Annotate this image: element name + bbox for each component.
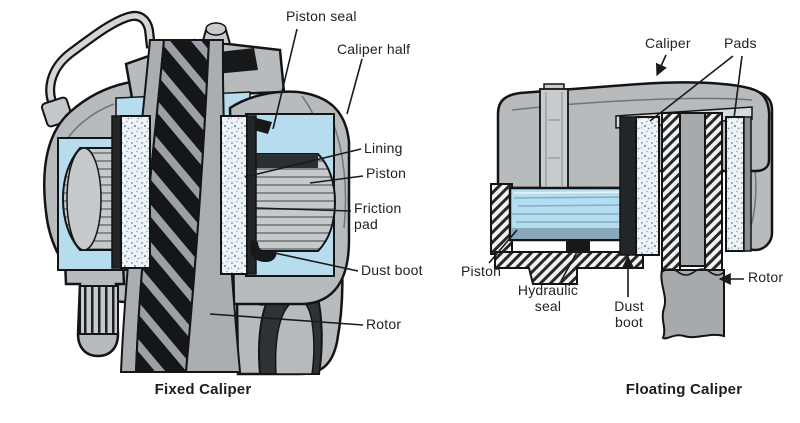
caption-fixed-caliper: Fixed Caliper [154, 381, 252, 398]
label-caliper-half: Caliper half [337, 41, 411, 57]
leader-friction-pad [255, 207, 352, 212]
label-caliper: Caliper [645, 35, 691, 51]
pad-backing-left [111, 115, 122, 269]
leader-pads-b [733, 55, 743, 119]
guide-pin-channel [539, 88, 569, 189]
piston-seal-part [254, 118, 272, 134]
leader-dust-boot-left [269, 251, 359, 272]
piston-right [251, 153, 337, 252]
rotor-vent-slot [679, 112, 706, 267]
fixed-caliper-illustration [40, 10, 351, 376]
label-piston-seal: Piston seal [286, 8, 357, 24]
leader-piston-seal [272, 28, 298, 130]
leader-caliper-half [346, 58, 363, 115]
rotor-lower [660, 269, 725, 340]
pad-backing-right [246, 115, 257, 275]
label-rotor-left: Rotor [366, 316, 402, 332]
label-pads: Pads [724, 35, 757, 51]
dust-boot-part [250, 240, 277, 262]
leader-piston-left [309, 175, 364, 184]
caption-floating-caliper: Floating Caliper [625, 381, 743, 398]
leader-lines [209, 28, 744, 326]
label-hydraulic-seal: Hydraulic seal [517, 282, 579, 314]
rotor-cheek-right [704, 112, 723, 276]
friction-pad-left [120, 115, 151, 269]
label-piston-right: Piston [461, 263, 502, 279]
pad-outer [725, 116, 745, 252]
rotor-cheek-left [661, 112, 681, 276]
floating-caliper-illustration [490, 81, 774, 340]
leader-hydraulic-seal [560, 251, 578, 282]
label-piston-left: Piston [366, 165, 407, 181]
leader-caliper [655, 54, 667, 77]
label-friction-pad: Friction pad [354, 200, 402, 232]
label-lining: Lining [364, 140, 403, 156]
bracket-serrations [79, 285, 119, 335]
pad-inner [635, 116, 660, 256]
leader-piston-right [488, 229, 518, 264]
pad-backing [619, 116, 637, 256]
label-rotor-right: Rotor [748, 269, 784, 285]
leader-rotor-left [209, 313, 364, 326]
hydraulic-seal-part [566, 239, 590, 253]
leader-pads-a [649, 55, 734, 122]
leader-lining [244, 148, 362, 178]
label-dust-boot-right: Dust boot [614, 298, 644, 330]
label-dust-boot-left: Dust boot [361, 262, 423, 278]
friction-pad-right [220, 115, 248, 275]
